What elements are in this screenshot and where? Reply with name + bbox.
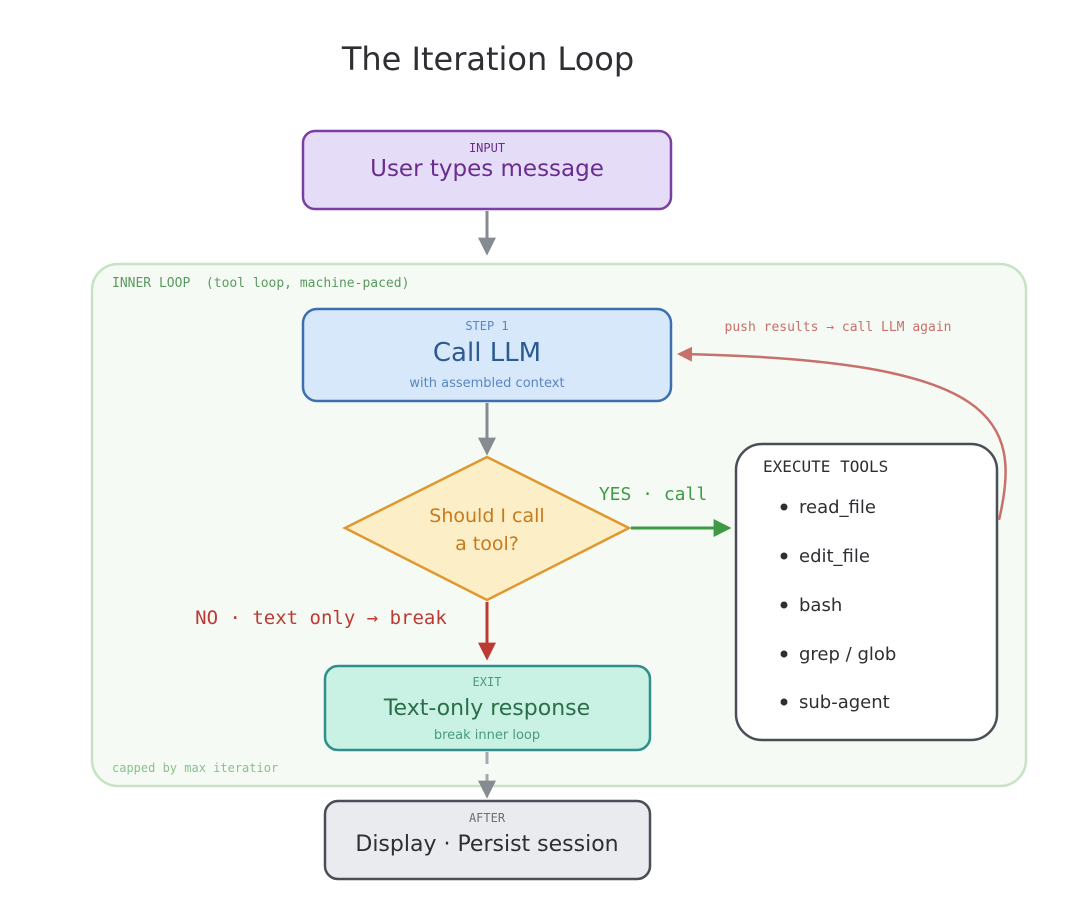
after-tag: AFTER (469, 811, 506, 825)
tool-bullet (780, 650, 788, 658)
tool-list: read_file edit_file bash grep / glob sub… (780, 497, 896, 713)
step1-sublabel: with assembled context (409, 376, 564, 391)
decision-line2: a tool? (455, 533, 519, 555)
input-label: User types message (370, 156, 604, 182)
tool-item: read_file (799, 497, 876, 518)
input-tag: INPUT (469, 141, 505, 155)
no-label: NO · text only → break (195, 607, 447, 629)
tool-item: bash (799, 595, 842, 616)
tool-bullet (780, 503, 788, 511)
decision-line1: Should I call (429, 505, 544, 527)
inner-loop-footer: capped by max iteratior (112, 761, 278, 775)
diagram-title: The Iteration Loop (341, 40, 634, 78)
execute-tools-box (734, 442, 999, 742)
after-label: Display · Persist session (355, 832, 618, 857)
arrow-push-results (677, 346, 1007, 521)
step1-tag: STEP 1 (465, 319, 508, 333)
step1-box (301, 307, 673, 403)
step1-label: Call LLM (433, 338, 541, 368)
tool-bullet (780, 698, 788, 706)
tool-item: grep / glob (799, 644, 896, 665)
after-box (323, 799, 652, 881)
tool-bullet (780, 601, 788, 609)
push-results-label: push results → call LLM again (725, 320, 952, 335)
inner-loop-label: INNER LOOP (tool loop, machine-paced) (112, 276, 409, 291)
tool-item: edit_file (799, 546, 870, 567)
exit-label: Text-only response (383, 696, 590, 721)
exit-tag: EXIT (473, 675, 502, 689)
yes-label: YES · call (599, 484, 707, 505)
input-box (301, 129, 673, 211)
execute-tools-title: EXECUTE TOOLS (763, 457, 888, 476)
tool-item: sub-agent (799, 692, 890, 713)
exit-sublabel: break inner loop (434, 728, 540, 743)
exit-box (323, 664, 652, 752)
tool-bullet (780, 552, 788, 560)
decision-diamond (342, 455, 632, 602)
